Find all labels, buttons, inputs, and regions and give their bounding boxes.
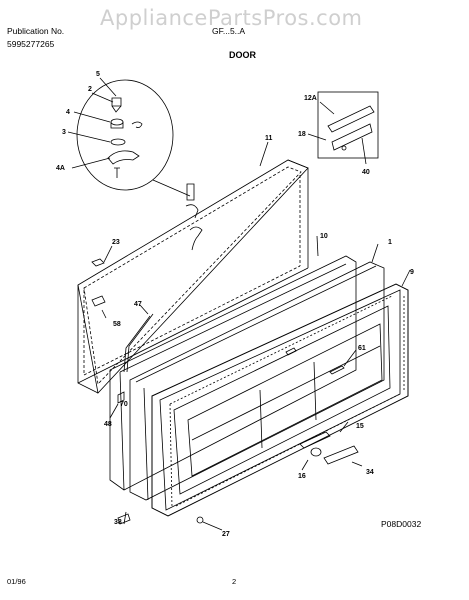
- callout-18: 18: [298, 131, 306, 138]
- callout-12A: 12A: [304, 95, 317, 102]
- screw-27: [196, 516, 204, 524]
- bracket-23: [91, 258, 105, 267]
- hinge-bracket: [107, 150, 140, 165]
- bushing-body: [110, 122, 124, 129]
- callout-3: 3: [62, 129, 66, 136]
- callout-4A: 4A: [56, 165, 65, 172]
- callout-15: 15: [356, 423, 364, 430]
- hinge-part: [185, 204, 199, 219]
- inner-liner-edge: [159, 289, 401, 511]
- rod-47: [123, 315, 151, 373]
- callout-70: 70: [120, 401, 128, 408]
- inner-liner-recess: [173, 305, 391, 495]
- outer-door-panel: [129, 261, 385, 501]
- model-number: GF...5..A: [212, 26, 246, 36]
- callout-38: 38: [114, 519, 122, 526]
- clip: [131, 121, 143, 128]
- callout-2: 2: [88, 86, 92, 93]
- inner-liner-panel: [187, 323, 383, 477]
- part-18: [331, 123, 373, 151]
- screw: [114, 167, 120, 178]
- gasket-frame-inner: [83, 166, 302, 385]
- callout-9: 9: [410, 269, 414, 276]
- callout-40: 40: [362, 169, 370, 176]
- handle-15: [299, 431, 331, 449]
- watermark: AppliancePartsPros.com: [100, 6, 363, 30]
- callout-11: 11: [265, 135, 273, 142]
- callout-27: 27: [222, 531, 230, 538]
- washer: [110, 138, 126, 146]
- hardware-leader-line: [152, 179, 191, 197]
- callout-48: 48: [104, 421, 112, 428]
- drawing-code: P08D0032: [381, 519, 422, 529]
- inner-door-liner: [151, 283, 409, 517]
- gasket-frame-outer: [77, 159, 309, 394]
- publication-label: Publication No.: [7, 26, 65, 36]
- callout-61: 61: [358, 345, 366, 352]
- part-12A: [327, 105, 375, 133]
- hinge-cap: [111, 97, 122, 113]
- inset-box: [317, 91, 379, 159]
- publication-number: 5995277265: [7, 39, 55, 49]
- door-lock-part: [285, 347, 297, 356]
- gasket-frame-right: [287, 159, 309, 268]
- handle-knob-16: [310, 447, 322, 457]
- part-38: [117, 513, 131, 525]
- section-title: DOOR: [229, 50, 256, 60]
- callout-10: 10: [320, 233, 328, 240]
- callout-5: 5: [96, 71, 100, 78]
- part-70: [117, 391, 125, 404]
- hardware-detail-circle: [76, 79, 174, 191]
- bracket-58: [91, 295, 106, 307]
- footer-page-number: 2: [232, 577, 237, 586]
- footer-date: 01/96: [7, 577, 26, 586]
- handle-cover-34: [323, 445, 359, 465]
- callout-1: 1: [388, 239, 392, 246]
- hinge-pin: [186, 183, 195, 201]
- part-61: [329, 365, 345, 375]
- gasket-frame-bottom: [77, 267, 309, 384]
- door-liner: [109, 255, 357, 491]
- callout-47: 47: [134, 301, 142, 308]
- callout-58: 58: [113, 321, 121, 328]
- callout-4: 4: [66, 109, 70, 116]
- callout-23: 23: [112, 239, 120, 246]
- hinge-lower: [189, 226, 203, 251]
- callout-16: 16: [298, 473, 306, 480]
- bushing: [110, 118, 124, 126]
- callout-34: 34: [366, 469, 374, 476]
